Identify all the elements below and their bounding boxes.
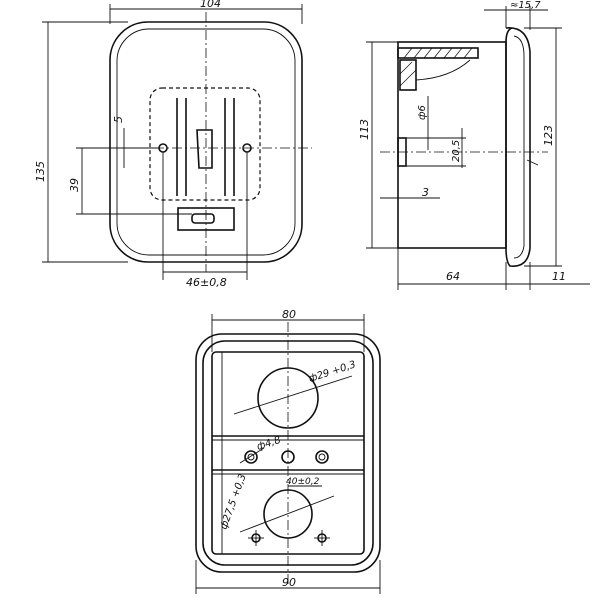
- side-front-flange: [505, 27, 531, 267]
- side-dim-depth-text: 64: [446, 270, 460, 283]
- side-block-hatch-1: [399, 61, 413, 75]
- side-hatch-3: [423, 47, 433, 59]
- front-view: 104 135 39 5 46±0,8: [34, 0, 312, 289]
- side-hatch-6: [453, 47, 463, 59]
- side-dim-height-text: 113: [358, 119, 371, 140]
- back-dim-small-hole-text: ф4,8: [256, 435, 283, 453]
- front-dim-width-text: 104: [200, 0, 221, 10]
- back-dim-width-bottom-text: 90: [282, 576, 296, 589]
- side-bend: [415, 59, 471, 81]
- side-flange-inner: [513, 35, 525, 259]
- side-bracket: [397, 47, 479, 59]
- back-dim-width-top-text: 80: [282, 308, 296, 321]
- side-view: ≈15,7 113 ф6 20,5 123 3 64 11: [358, 0, 590, 290]
- side-dim-top-text: ≈15,7: [510, 0, 541, 11]
- back-dim-mid-hole-text: ф27,5 +0,3: [218, 472, 248, 531]
- back-small-hole-right-inner: [318, 453, 326, 461]
- back-small-hole-right: [315, 450, 329, 464]
- side-hatch-7: [463, 47, 473, 59]
- side-hatch-5: [443, 47, 453, 59]
- front-connector-slot: [191, 213, 215, 224]
- back-view: 80 ф29 +0,3 ф4,8 40±0,2 ф27,5 +0,3 90: [195, 308, 381, 594]
- back-dim-big-hole-text: ф29 +0,3: [308, 359, 358, 385]
- back-inner-frame: [211, 351, 365, 555]
- side-dim-hole-height-text: 20,5: [451, 140, 462, 162]
- side-hatch-1: [403, 47, 413, 59]
- back-outer-outline: [195, 333, 381, 573]
- side-hatch-4: [433, 47, 443, 59]
- back-dim-small-hole-line: [239, 447, 265, 464]
- side-dim-flange-text: 11: [552, 270, 566, 283]
- front-rocker-edge: [196, 129, 200, 169]
- side-hatch-2: [413, 47, 423, 59]
- front-switch-plate: [149, 87, 261, 201]
- side-block: [399, 59, 417, 91]
- front-dim-spacing-text: 46±0,8: [186, 276, 227, 289]
- back-dim-spacing-text: 40±0,2: [286, 477, 320, 487]
- back-dim-mid-hole-line: [239, 495, 335, 533]
- front-rocker-switch: [196, 129, 213, 169]
- side-dim-inner-text: 123: [542, 125, 555, 146]
- back-dim-big-hole-line: [233, 375, 353, 415]
- front-dim-offset-text: 39: [68, 178, 81, 192]
- back-small-hole-left: [244, 450, 258, 464]
- front-dim-height-text: 135: [34, 161, 47, 182]
- side-dim-gap-text: 3: [422, 186, 429, 199]
- front-dim-mark-text: 5: [112, 116, 125, 123]
- back-small-hole-left-inner: [247, 453, 255, 461]
- side-dim-hole-dia-text: ф6: [417, 105, 428, 120]
- side-small-stub: [526, 159, 539, 166]
- side-block-hatch-2: [399, 69, 417, 87]
